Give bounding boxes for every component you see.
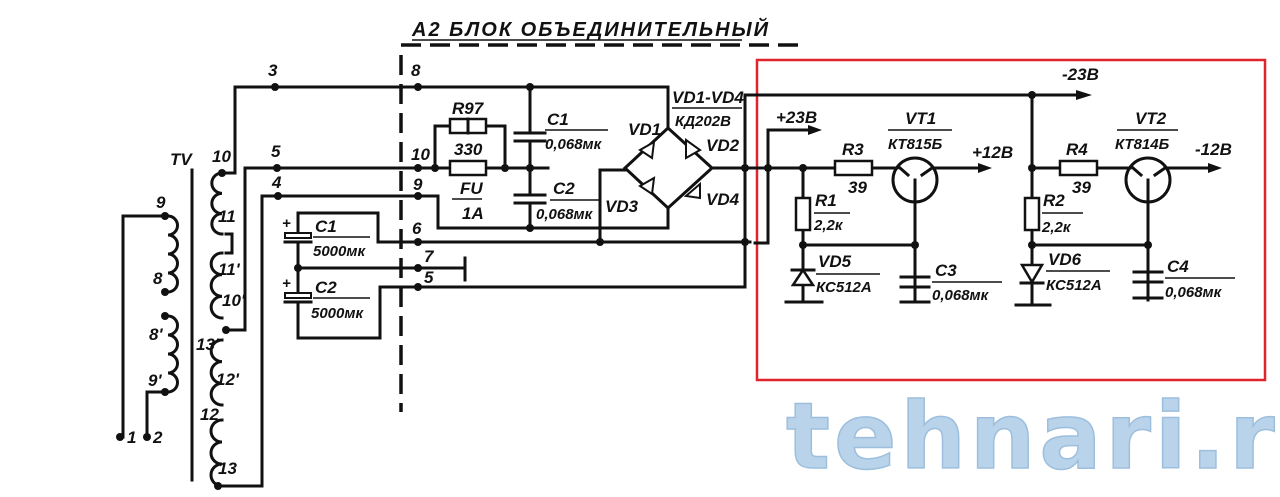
diode-label: VD3: [605, 197, 639, 216]
cap-value: 5000мк: [313, 243, 366, 260]
diode-label: VD2: [706, 136, 740, 155]
cap-ref: C1: [315, 217, 337, 236]
fuse-ref: FU: [460, 179, 483, 198]
pin-label: 11: [218, 207, 236, 226]
pin-label: 12: [200, 405, 219, 424]
pin-label: 10: [411, 145, 430, 164]
cap-value: 5000мк: [311, 305, 364, 322]
highlight-box: [755, 58, 1267, 382]
vd5-part: КС512А: [816, 279, 872, 296]
pin-label: 6: [412, 219, 422, 238]
transformer-tv: TV 9 8 8' 9' 1 2 10 11 11' 10' 13' 12' 1…: [116, 61, 670, 490]
block-title: А2 БЛОК ОБЪЕДИНИТЕЛЬНЫЙ: [411, 17, 770, 41]
rail-minus12-label: -12В: [1195, 140, 1232, 159]
diode-label: VD4: [706, 190, 740, 209]
vd6-ref: VD6: [1048, 250, 1082, 269]
wire-label: 4: [271, 173, 282, 192]
cap-ref: C2: [315, 278, 337, 297]
r97-fuse-group: R97 330 FU 1А C1 0,068мк C2 0,068мк: [431, 83, 608, 232]
cap-value: 0,068мк: [545, 136, 603, 153]
filter-capacitors: + + C1 5000мк C2 5000мк: [282, 93, 764, 340]
pin-label: 2: [152, 428, 163, 447]
r3-ref: R3: [842, 140, 864, 159]
r2-resistor: [1023, 196, 1041, 232]
r97-ref: R97: [452, 99, 485, 118]
pin-label: 12': [216, 370, 240, 389]
c3-value: 0,068мк: [932, 287, 990, 304]
r1-ref: R1: [815, 191, 837, 210]
rail-plus23-label: +23В: [776, 108, 817, 127]
secondary-winding-4: [209, 418, 224, 488]
vd6-zener: [1019, 263, 1045, 285]
c3-ref: C3: [935, 261, 957, 280]
block-boundary: А2 БЛОК ОБЪЕДИНИТЕЛЬНЫЙ: [399, 17, 800, 412]
diode-label: VD1: [628, 120, 661, 139]
vd5-zener: [790, 267, 816, 287]
pin-label: 9': [148, 371, 162, 390]
c4-value: 0,068мк: [1165, 284, 1223, 301]
secondary-winding-3: [209, 338, 224, 407]
r1-resistor: [794, 196, 812, 232]
cap-ref: C1: [547, 110, 569, 129]
secondary-winding-2: [209, 251, 224, 320]
r3-resistor: [833, 159, 874, 177]
vt1-ref: VT1: [905, 109, 936, 128]
pin-label: 10': [222, 291, 246, 310]
vt2-part: КТ814Б: [1115, 136, 1170, 153]
bridge-ref: VD1-VD4: [672, 88, 744, 107]
bridge-part: КД202В: [675, 113, 731, 130]
r1-value: 2,2к: [813, 217, 844, 234]
pin-label: 11': [218, 260, 241, 279]
cap-ref: C2: [553, 179, 575, 198]
wire-label: 3: [268, 61, 278, 80]
pin-label: 7: [424, 247, 435, 266]
pin-label: 13: [218, 459, 237, 478]
svg-text:+: +: [282, 275, 291, 292]
r3-value: 39: [848, 178, 867, 197]
r2-value: 2,2к: [1041, 219, 1072, 236]
secondary-winding-1: [210, 171, 224, 236]
pin-label: 5: [424, 268, 434, 287]
r4-resistor: [1058, 159, 1099, 177]
cap-value: 0,068мк: [536, 206, 594, 223]
rail-plus12-label: +12В: [972, 143, 1013, 162]
primary-winding-lower: [166, 314, 179, 394]
r4-ref: R4: [1066, 140, 1088, 159]
svg-text:+: +: [282, 215, 291, 232]
r2-ref: R2: [1043, 191, 1065, 210]
pin-label: 9: [156, 193, 166, 212]
pin-label: 8: [153, 269, 163, 288]
pin-label: 9: [413, 175, 423, 194]
watermark: tehnari.ru: [786, 383, 1280, 490]
pin-label: 8: [411, 61, 421, 80]
wire-label: 5: [271, 142, 281, 161]
pin-label: 10: [212, 147, 231, 166]
vt1-part: КТ815Б: [888, 136, 943, 153]
pin-label: 8': [149, 325, 163, 344]
r97-value: 330: [454, 140, 483, 159]
block-pins: 8 10 9 6 7 5: [411, 61, 435, 291]
positive-regulator: -23В +23В R3 39 VT1 КТ815Б +12В R1 2,2к …: [743, 65, 1099, 304]
vd6-part: КС512А: [1046, 277, 1102, 294]
negative-regulator: R4 39 VT2 КТ814Б -12В R2 2,2к VD6 КС512А…: [1014, 91, 1235, 307]
diode-bridge: VD1-VD4 КД202В VD1 VD2 VD3 VD4: [596, 88, 770, 246]
primary-winding-upper: [166, 214, 179, 294]
fuse: [448, 159, 488, 177]
pin-label: 13': [196, 335, 220, 354]
rail-minus23-label: -23В: [1062, 65, 1099, 84]
fuse-value: 1А: [462, 204, 484, 223]
c4-ref: C4: [1167, 257, 1189, 276]
pin-label: 1: [127, 428, 136, 447]
r4-value: 39: [1072, 178, 1091, 197]
transformer-label: TV: [170, 150, 193, 169]
vt2-ref: VT2: [1135, 109, 1167, 128]
vd5-ref: VD5: [818, 252, 852, 271]
